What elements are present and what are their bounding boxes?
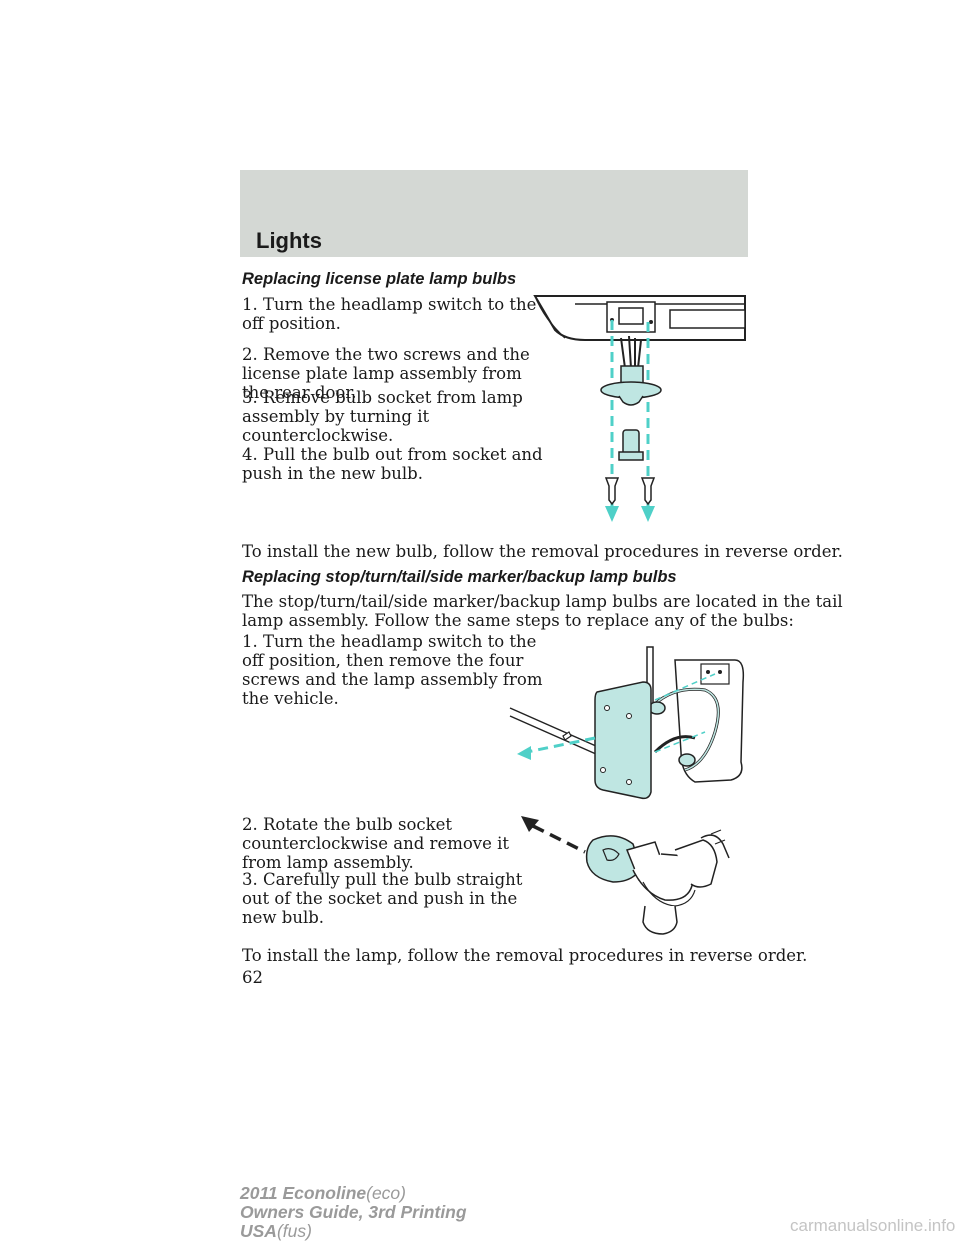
closing-text-2: To install the lamp, follow the removal … (242, 946, 808, 965)
step-2-tail: 2. Rotate the bulb socket counterclockwi… (242, 815, 510, 872)
step-3: 3. Remove bulb socket from lamp assembly… (242, 388, 523, 445)
heading-tail-lamp: Replacing stop/turn/tail/side marker/bac… (242, 568, 677, 586)
page-number: 62 (242, 968, 263, 987)
section-header-band: Lights (240, 170, 748, 257)
bulb-socket-removal-diagram-icon (521, 816, 730, 935)
heading-license-plate: Replacing license plate lamp bulbs (242, 270, 517, 288)
tail-lamp-assembly-diagram-icon (509, 646, 745, 800)
intro-text: The stop/turn/tail/side marker/backup la… (242, 592, 843, 630)
step-1: 1. Turn the headlamp switch to the off p… (242, 295, 537, 333)
watermark-text: carmanualsonline.info (790, 1216, 956, 1235)
footer-market: USA (240, 1221, 277, 1241)
license-plate-lamp-diagram-icon (533, 295, 746, 522)
step-2: 2. Remove the two screws and the license… (242, 345, 530, 402)
footer-model: 2011 Econoline (240, 1183, 367, 1203)
footer-guide: Owners Guide, 3rd Printing (240, 1202, 467, 1222)
footer-model-code: (eco) (366, 1183, 406, 1203)
closing-text-1: To install the new bulb, follow the remo… (242, 542, 843, 561)
section-title: Lights (256, 228, 322, 253)
step-4: 4. Pull the bulb out from socket and pus… (242, 445, 543, 483)
step-1-tail: 1. Turn the headlamp switch to the off p… (242, 632, 543, 708)
footer-market-code: (fus) (276, 1221, 312, 1241)
document-footer: 2011 Econoline(eco) Owners Guide, 3rd Pr… (240, 1184, 467, 1241)
step-3-tail: 3. Carefully pull the bulb straight out … (242, 870, 523, 927)
